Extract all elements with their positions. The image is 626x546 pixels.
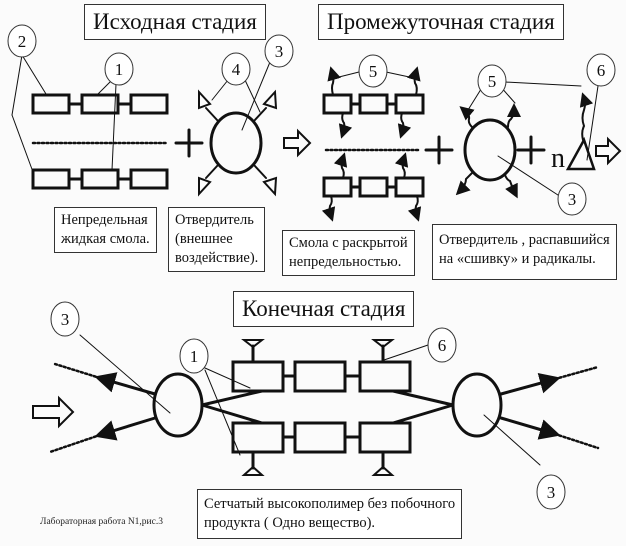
callout-2: 2 xyxy=(18,32,27,51)
callout-5b: 5 xyxy=(488,72,497,91)
callout-3: 3 xyxy=(275,42,284,61)
callout-3d: 3 xyxy=(547,483,556,502)
plus-icon xyxy=(174,128,204,158)
resin-chain-bottom xyxy=(31,168,169,190)
leader-lines-2 xyxy=(11,54,47,173)
arrow-right-icon-3 xyxy=(32,395,75,429)
plus-icon-3 xyxy=(516,135,546,165)
network-chain-bottom xyxy=(231,421,412,476)
network-chain-top xyxy=(231,339,412,393)
callout-1b: 1 xyxy=(190,347,199,366)
crosslink-left xyxy=(48,362,264,454)
crosslink-triangle xyxy=(565,85,599,171)
caption-resin: Непредельная жидкая смола. xyxy=(54,207,157,253)
callout-1: 1 xyxy=(115,60,124,79)
hardener-molecule xyxy=(198,61,278,197)
callout-6: 6 xyxy=(597,61,606,80)
crosslink-right xyxy=(391,365,600,450)
callouts xyxy=(7,24,616,510)
caption-hardener: Отвердитель (внешнее воздействие). xyxy=(168,207,266,272)
callout-4: 4 xyxy=(232,60,241,79)
caption-network: Сетчатый высокополимер без побочного про… xyxy=(197,489,463,539)
arrow-right-icon-2 xyxy=(595,136,622,166)
stage-title-final: Конечная стадия xyxy=(233,291,415,327)
leader-lines-final xyxy=(79,334,541,466)
split-hardener-molecule xyxy=(455,81,582,199)
callout-3b: 3 xyxy=(568,190,577,209)
callout-6b: 6 xyxy=(438,336,447,355)
callout-5: 5 xyxy=(369,62,378,81)
stage-title-initial: Исходная стадия xyxy=(84,4,266,40)
callout-3c: 3 xyxy=(61,310,70,329)
figure-footer: Лабораторная работа N1,рис.3 xyxy=(40,517,163,527)
leader-lines-1 xyxy=(97,79,117,171)
caption-opened-resin: Смола с раскрытой непредельностью. xyxy=(282,230,415,276)
leader-lines-5a xyxy=(334,71,415,79)
plus-icon-2 xyxy=(424,135,454,165)
opened-resin-top xyxy=(322,93,425,115)
coefficient-n: n xyxy=(551,143,565,174)
arrow-right-icon xyxy=(283,128,312,158)
stage-title-intermediate: Промежуточная стадия xyxy=(318,4,564,40)
opened-resin-bottom xyxy=(322,176,425,198)
resin-chain-top xyxy=(31,93,169,115)
caption-split-hardener: Отвердитель , распавшийся на «сшивку» и … xyxy=(432,224,617,280)
radical-arrows-resin xyxy=(321,66,422,222)
